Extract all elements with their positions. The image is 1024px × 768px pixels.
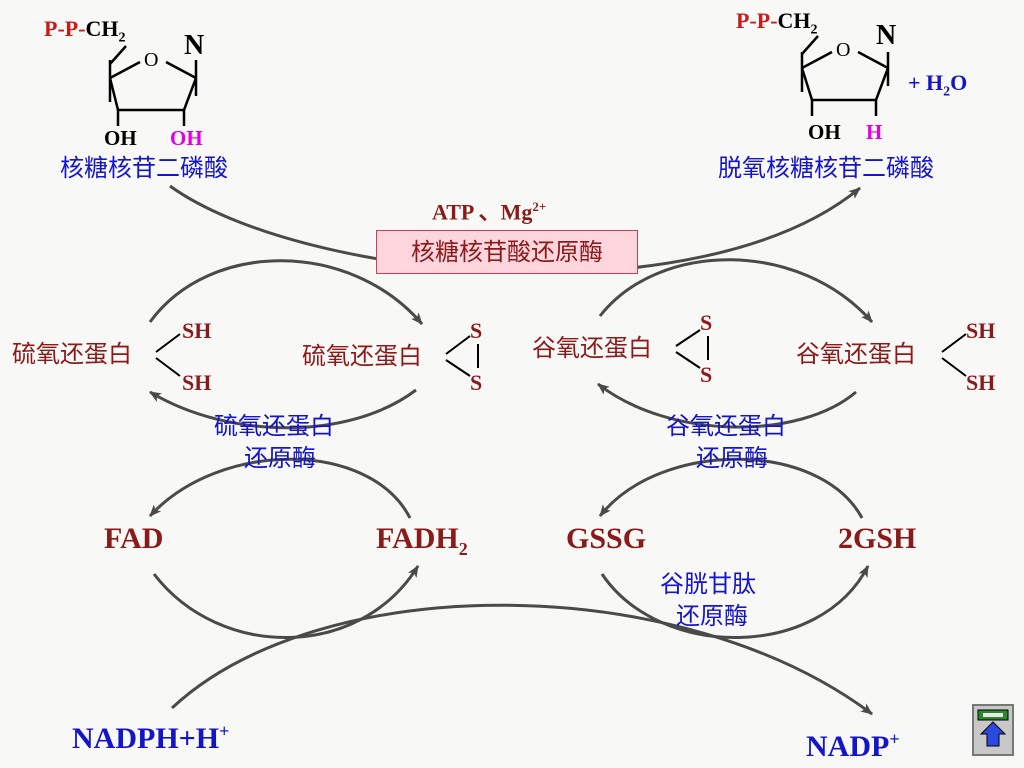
- glutaredoxin-reductase-line1: 谷氧还蛋白: [666, 412, 786, 440]
- thioredoxin-sh-bottom: SH: [182, 370, 212, 395]
- ribonucleotide-reductase-box: 核糖核苷酸还原酶: [376, 230, 638, 274]
- nadp-superscript: +: [889, 729, 900, 749]
- cofactor-text: ATP 、Mg: [432, 199, 533, 225]
- oh-label-right: OH: [808, 120, 841, 144]
- cofactor-superscript: 2+: [532, 199, 547, 214]
- oh-2-label: OH: [104, 126, 137, 150]
- glutathione-reductase-line2: 还原酶: [676, 602, 748, 630]
- arrow-thioredoxin-oxidized-to-reduced: [149, 388, 417, 430]
- gssg-label: GSSG: [566, 522, 647, 555]
- deoxyribonucleotide-name: 脱氧核糖核苷二磷酸: [718, 154, 934, 182]
- glutathione-reductase-line1: 谷胱甘肽: [660, 570, 756, 598]
- glutaredoxin-s-top: S: [700, 310, 713, 335]
- glutaredoxin-reduced-name: 谷氧还蛋白: [796, 340, 916, 368]
- ch-subscript-right: 2: [810, 22, 818, 38]
- arrow-glutaredoxin-reduced-to-oxidized: [598, 258, 874, 323]
- oh-3-label: OH: [170, 126, 203, 150]
- ch-subscript: 2: [118, 30, 126, 46]
- water-prefix: + H: [908, 70, 944, 95]
- ch-label: CH: [85, 16, 119, 41]
- glutaredoxin-sh-bottom: SH: [966, 370, 996, 395]
- thiol-bonds-right: [941, 333, 967, 377]
- thioredoxin-sh-top: SH: [182, 318, 212, 343]
- thioredoxin-s-top: S: [470, 318, 483, 343]
- glutaredoxin-s-bottom: S: [700, 362, 713, 387]
- nadph-label: NADPH+H+: [72, 722, 229, 754]
- ribonucleotide-name: 核糖核苷二磷酸: [60, 154, 228, 182]
- glutaredoxin-reductase-line2: 还原酶: [696, 444, 768, 472]
- pp-prefix: P-P-: [44, 16, 86, 41]
- glutaredoxin-oxidized-name: 谷氧还蛋白: [532, 334, 652, 362]
- ribose-ring-left: [108, 45, 198, 126]
- deoxyribose-substituent: P-P-CH2: [736, 10, 818, 37]
- home-nav-button[interactable]: [972, 704, 1014, 756]
- base-n-label: N: [184, 30, 205, 61]
- thioredoxin-s-bottom: S: [470, 370, 483, 395]
- thioredoxin-reductase-line1: 硫氧还蛋白: [214, 412, 334, 440]
- ring-oxygen-label: O: [144, 49, 159, 71]
- water-suffix: O: [950, 70, 968, 95]
- arrow-thioredoxin-reduced-to-oxidized: [148, 259, 424, 325]
- disulfide-bond-glutaredoxin: [675, 329, 709, 369]
- h-label-right: H: [866, 120, 883, 144]
- water-label: + H2O: [908, 72, 967, 99]
- fad-label: FAD: [104, 522, 164, 555]
- ring-oxygen-label-right: O: [836, 39, 851, 61]
- 2gsh-label: 2GSH: [838, 522, 917, 555]
- thioredoxin-reductase-line2: 还原酶: [244, 444, 316, 472]
- home-arrow-icon: [977, 709, 1009, 747]
- water-subscript: 2: [943, 84, 951, 100]
- ch-label-right: CH: [777, 8, 811, 33]
- nadph-superscript: +: [219, 721, 230, 741]
- nadp-text: NADP: [806, 730, 890, 763]
- ribose-substituent: P-P-CH2: [44, 18, 126, 45]
- nadp-label: NADP+: [806, 730, 900, 762]
- arrow-nadph-to-nadp: [170, 603, 873, 716]
- ribonucleotide-reductase-label: 核糖核苷酸还原酶: [411, 238, 603, 266]
- cofactor-label: ATP 、Mg2+: [432, 200, 546, 223]
- fadh2-label: FADH2: [376, 522, 468, 559]
- pp-prefix-right: P-P-: [736, 8, 778, 33]
- fadh2-text: FADH: [376, 522, 459, 555]
- disulfide-bond-thioredoxin: [445, 335, 479, 377]
- thioredoxin-reduced-name: 硫氧还蛋白: [12, 340, 132, 368]
- base-n-label-right: N: [876, 20, 897, 51]
- fadh2-subscript: 2: [458, 539, 468, 559]
- arrow-gssg-to-2gsh: [600, 565, 870, 639]
- nadph-text: NADPH+H: [72, 722, 220, 755]
- reaction-arrows: [148, 184, 874, 716]
- arrow-glutaredoxin-oxidized-to-reduced: [597, 382, 857, 429]
- glutaredoxin-sh-top: SH: [966, 318, 996, 343]
- arrow-2gsh-to-gssg: [598, 457, 864, 519]
- thiol-bonds-left: [155, 333, 181, 377]
- arrow-fadh2-to-fad: [148, 457, 412, 519]
- arrow-fad-to-fadh2: [152, 565, 420, 639]
- deoxyribose-ring-right: [800, 35, 890, 116]
- thioredoxin-oxidized-name: 硫氧还蛋白: [302, 342, 422, 370]
